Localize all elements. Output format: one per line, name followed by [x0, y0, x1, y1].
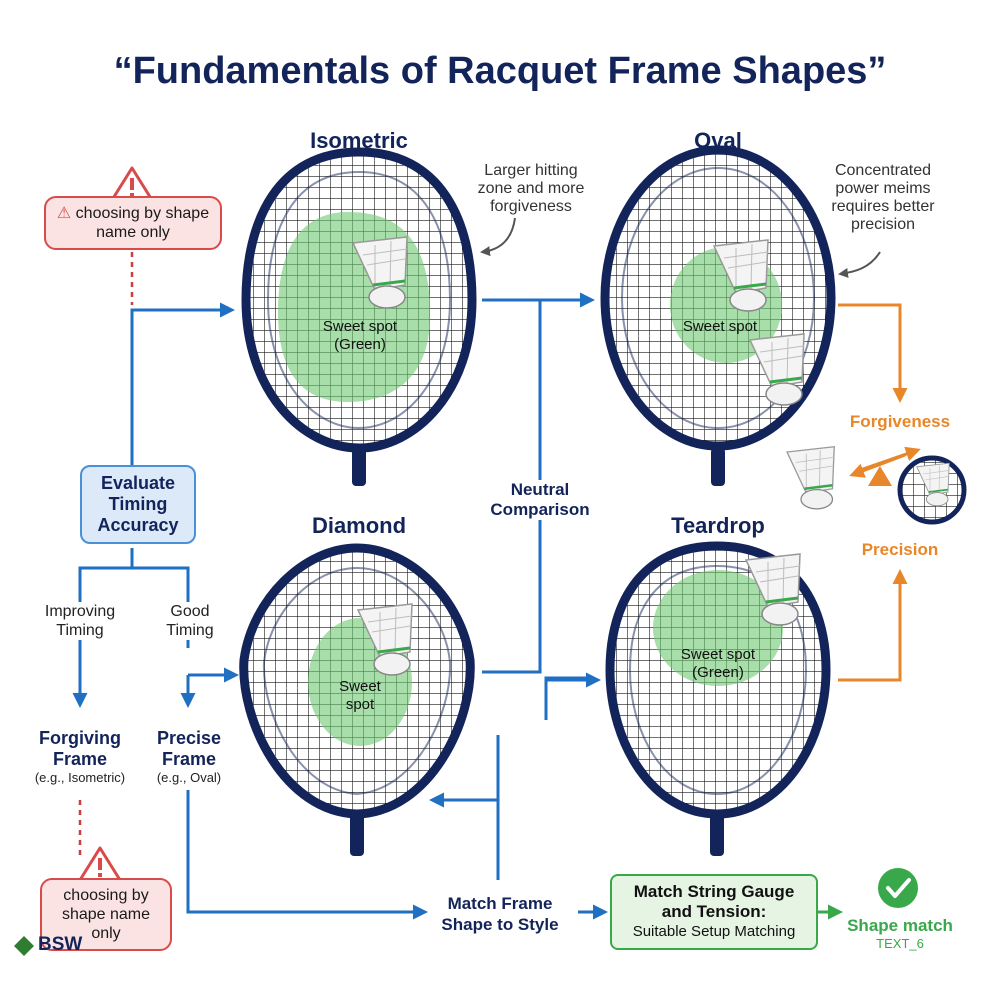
precise-frame-label: Precise Frame (e.g., Oval)	[156, 728, 222, 785]
small-warning-icon: ⚠	[56, 205, 76, 222]
warning-icon-bottom	[78, 846, 122, 882]
balance-right-racquet-icon	[897, 455, 967, 525]
precision-label: Precision	[861, 540, 939, 559]
teardrop-label: Teardrop	[671, 513, 765, 538]
isometric-label: Isometric	[310, 128, 408, 153]
teardrop-sweet-spot-label: Sweet spot(Green)	[680, 646, 756, 681]
page-title: “Fundamentals of Racquet Frame Shapes”	[113, 50, 887, 92]
string-setup-box[interactable]: Match String Gauge and Tension: Suitable…	[610, 874, 818, 950]
check-icon	[878, 868, 918, 908]
diamond-label: Diamond	[311, 513, 407, 538]
warning-box-top: ⚠ choosing by shape name only	[44, 196, 222, 250]
oval-sweet-spot-label: Sweet spot	[682, 318, 758, 335]
shape-match-result: Shape match TEXT_6	[847, 916, 953, 951]
forgiveness-label: Forgiveness	[849, 412, 951, 431]
balance-fulcrum	[868, 466, 892, 486]
oval-note: Concentrated power meims requires better…	[831, 162, 935, 233]
balance-left-shuttle	[785, 445, 836, 511]
isometric-racquet	[241, 147, 477, 486]
diamond-racquet	[239, 543, 475, 856]
teardrop-racquet	[605, 541, 831, 856]
teardrop-sweet-spot	[653, 570, 783, 686]
forgiving-frame-label: Forgiving Frame (e.g., Isometric)	[34, 728, 126, 785]
flow-lines	[72, 292, 608, 920]
orange-arrows	[838, 303, 921, 682]
oval-label: Oval	[694, 128, 742, 153]
isometric-note: Larger hitting zone and more forgiveness	[477, 162, 585, 215]
oval-racquet	[600, 145, 836, 486]
isometric-sweet-spot-label: Sweet spot(Green)	[322, 318, 398, 353]
bsw-logo-text: BSW	[38, 934, 83, 955]
